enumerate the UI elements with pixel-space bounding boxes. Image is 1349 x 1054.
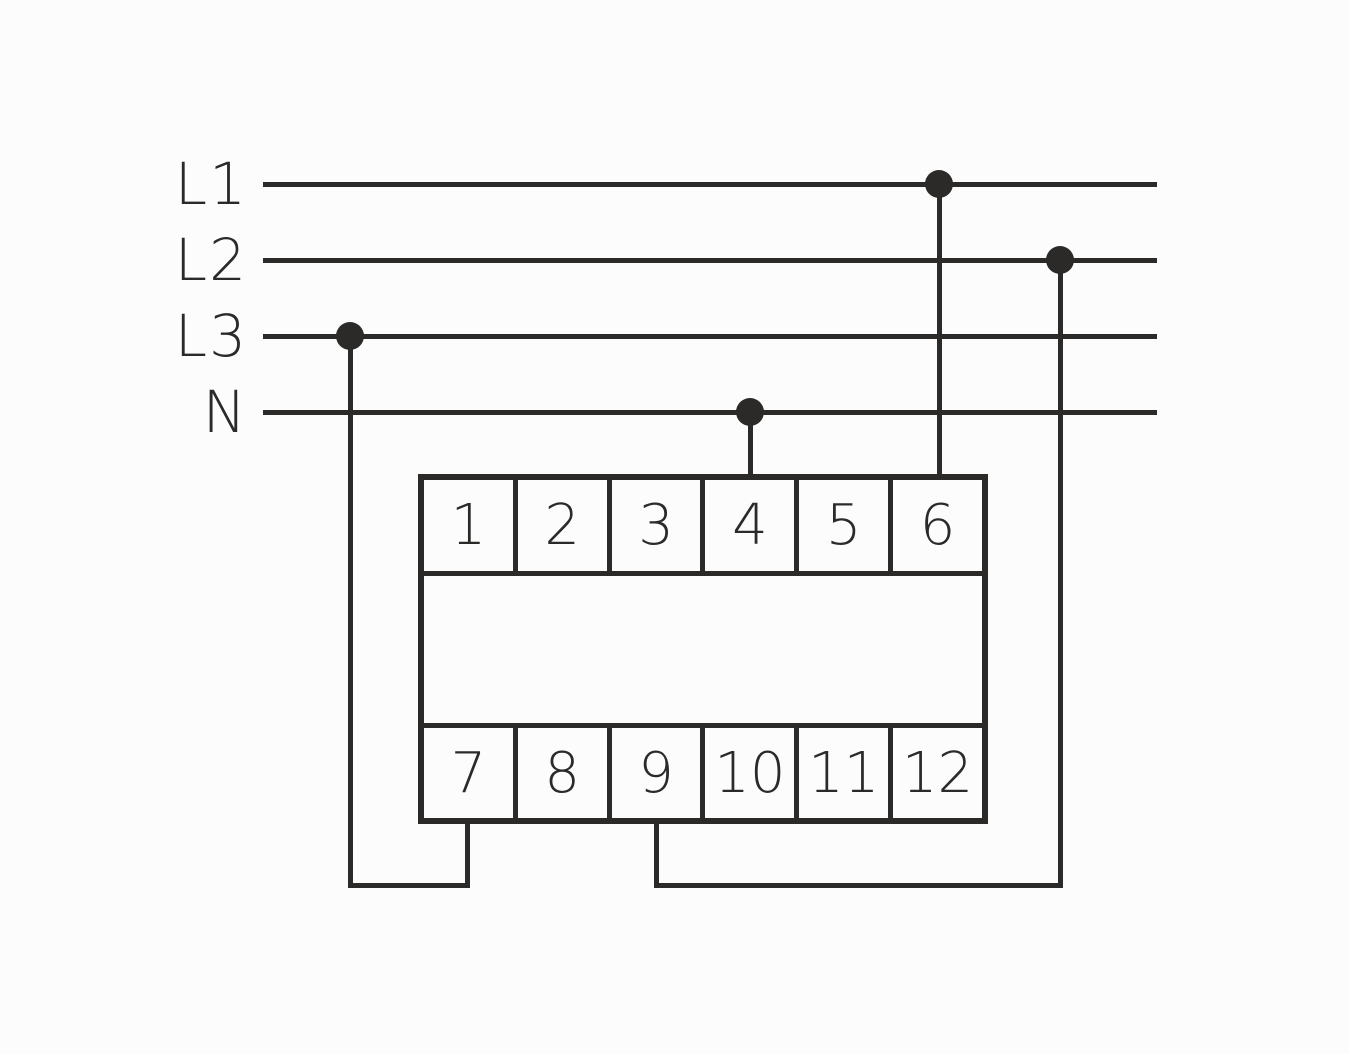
junction-dot-l3 [336,322,364,350]
terminal-10: 10 [705,728,800,818]
bus-label-n: N [202,378,248,446]
wire-terminal-7-down [465,820,470,888]
bus-label-l3: L3 [174,302,248,370]
wire-n-to-terminal-4 [748,412,753,476]
terminal-6: 6 [919,493,956,558]
bus-line-l3 [263,334,1157,339]
bus-line-l1 [263,182,1157,187]
terminal-12: 12 [901,740,974,806]
terminal-9: 9 [612,728,706,818]
wire-l1-to-terminal-6 [937,184,942,476]
wire-l2-down-right [1058,260,1063,888]
bus-line-n [263,410,1157,415]
wire-l3-to-terminal-7 [348,883,470,888]
terminal-2: 2 [518,480,612,571]
junction-dot-l1 [925,170,953,198]
terminal-8: 8 [518,728,612,818]
terminal-3: 3 [612,480,706,571]
terminal-row-bottom: 7 8 9 10 11 12 [424,723,982,818]
terminal-5: 5 [799,480,894,571]
junction-dot-l2 [1046,246,1074,274]
bus-line-l2 [263,258,1157,263]
terminal-4: 4 [705,480,800,571]
terminal-7: 7 [424,728,518,818]
wire-l3-down-left [348,336,353,888]
junction-dot-n [736,398,764,426]
device-outline: 1 2 3 4 5 6 7 8 9 10 11 12 [418,474,988,824]
terminal-11: 11 [799,728,894,818]
terminal-row-top: 1 2 3 4 5 6 [424,480,982,576]
bus-label-l2: L2 [174,226,248,294]
terminal-1: 1 [424,480,518,571]
wire-l2-to-terminal-9 [654,883,1063,888]
wire-terminal-9-down [654,820,659,888]
bus-label-l1: L1 [174,150,248,218]
